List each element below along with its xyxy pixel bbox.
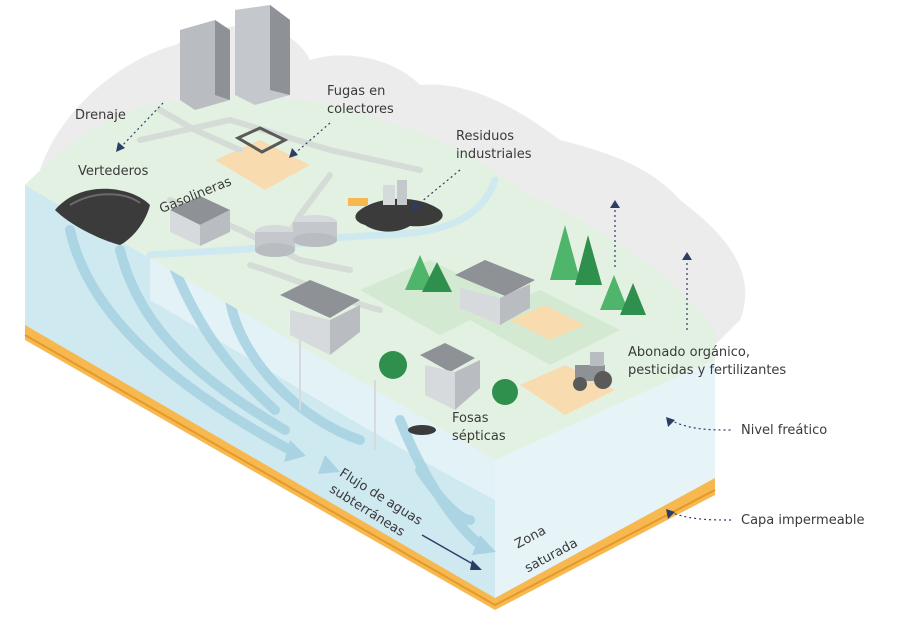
industrial-waste-spill [355, 198, 443, 232]
groundwater-flow-arrows [65, 225, 485, 550]
callout-nivel [669, 419, 733, 431]
flow-direction-arrowhead [470, 560, 482, 570]
field-patch-1 [360, 260, 510, 335]
sand-area-house [510, 305, 585, 340]
label-residuos-line1: Residuos [456, 129, 515, 144]
house-right [455, 260, 535, 325]
callout-drenaje [119, 102, 164, 149]
callout-capa [669, 511, 733, 521]
collector-structure [234, 126, 289, 154]
flow-direction-line [421, 534, 479, 568]
label-abonado-line1: Abonado orgánico, [628, 345, 751, 360]
industrial-tanks [255, 215, 337, 257]
label-abonado-line2: pesticidas y fertilizantes [628, 363, 787, 378]
label-residuos-line2: industriales [456, 147, 532, 162]
label-fugas-line2: colectores [327, 102, 394, 117]
house-septic [420, 343, 480, 410]
callout-lines [119, 102, 733, 521]
septic-tank [408, 425, 436, 435]
trees [379, 225, 646, 405]
landfill-mound [55, 188, 150, 245]
label-nivel-freatico: Nivel freático [741, 423, 828, 438]
label-vertederos: Vertederos [78, 164, 149, 179]
gas-station [170, 196, 230, 246]
label-fugas-line1: Fugas en [327, 84, 386, 99]
aquifer-side [495, 360, 715, 598]
river [146, 176, 499, 259]
callout-arrowheads [116, 142, 692, 519]
ground-surface [25, 95, 715, 460]
factory-silos [348, 180, 407, 206]
apartment-towers [180, 5, 290, 110]
label-drenaje: Drenaje [75, 108, 126, 123]
label-capa-impermeable: Capa impermeable [741, 513, 865, 528]
label-fosas-line1: Fosas [452, 411, 489, 426]
label-fosas-line2: sépticas [452, 429, 506, 444]
landfill-highlight [69, 193, 141, 206]
house-front [280, 280, 360, 355]
tractor [573, 352, 612, 391]
callout-fugas [292, 122, 331, 156]
flow-arrowheads [284, 440, 496, 555]
sand-area-farm [520, 365, 615, 415]
impermeable-layer-edge [24, 334, 716, 607]
